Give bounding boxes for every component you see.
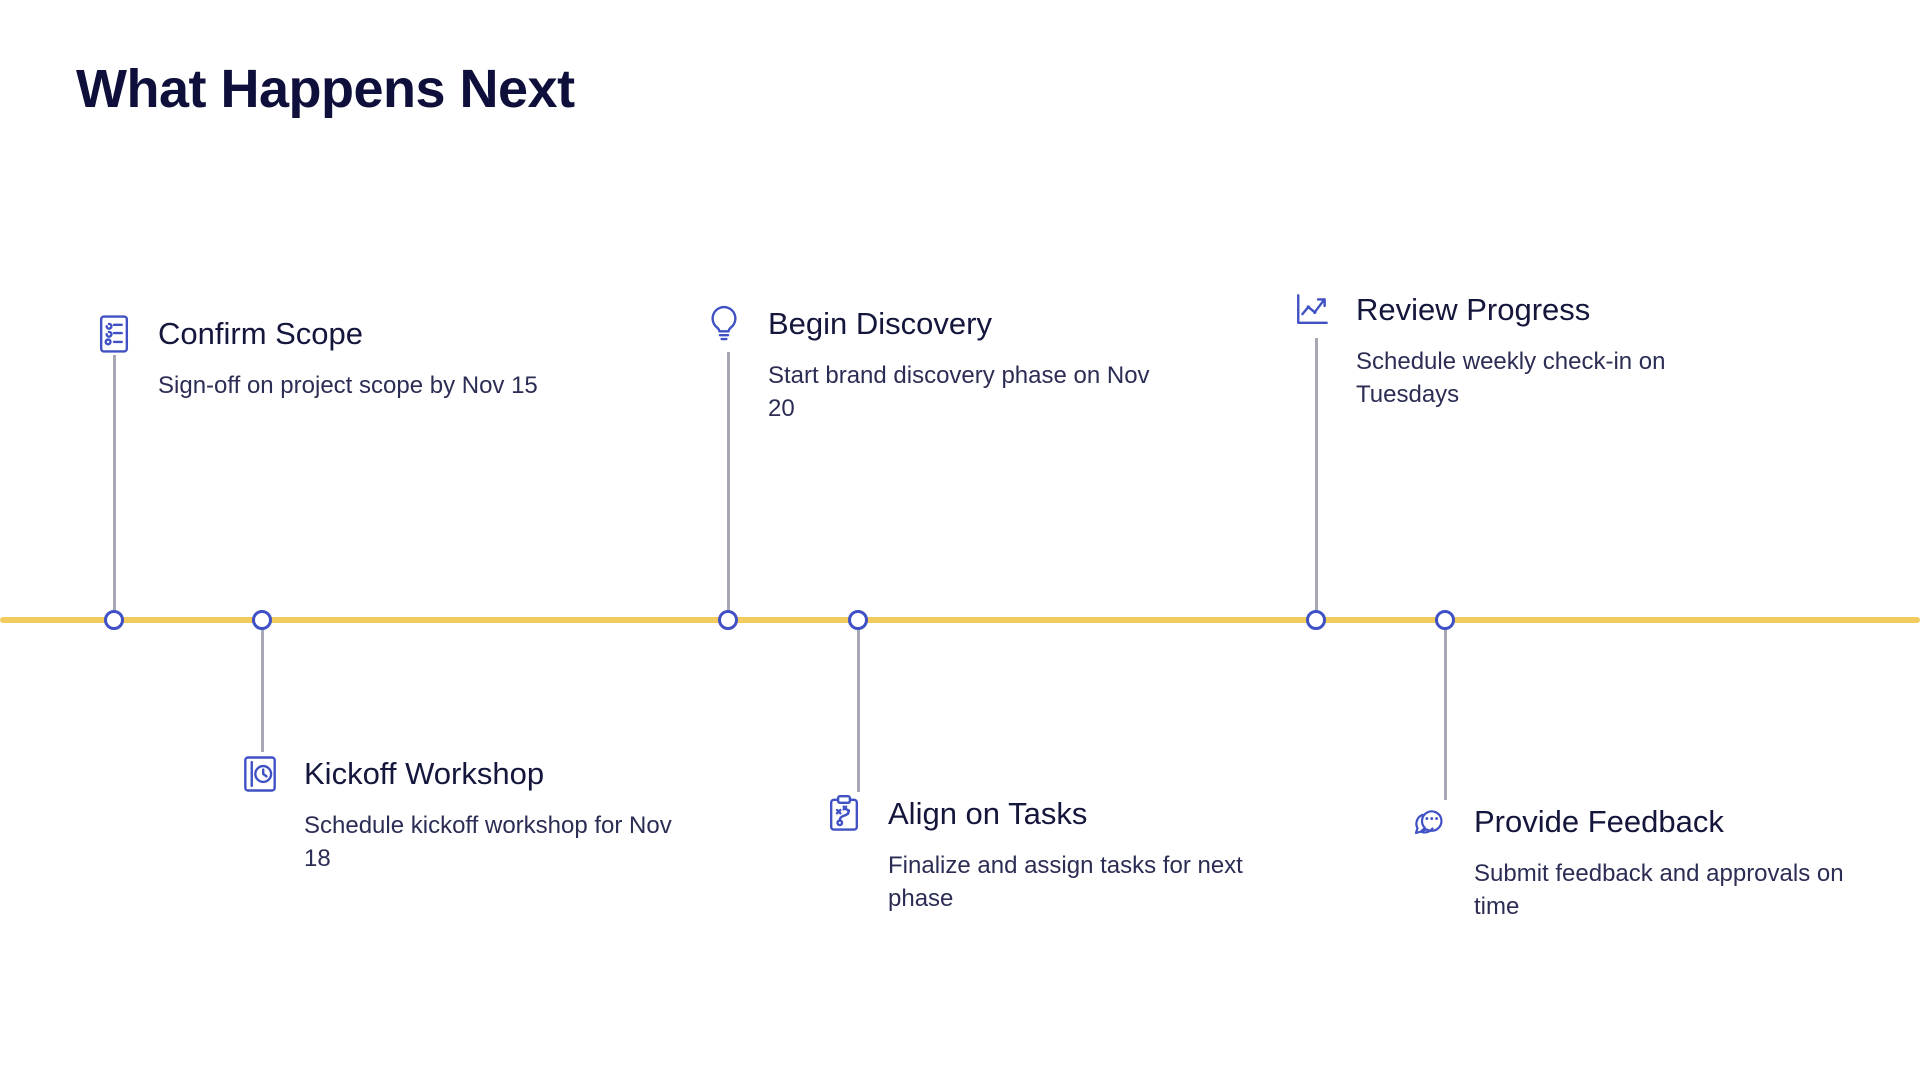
node-stem	[727, 352, 730, 623]
chat-bubbles-icon	[1408, 800, 1452, 844]
node-stem	[1315, 338, 1318, 623]
line-chart-growth-icon	[1290, 288, 1334, 332]
node-description: Start brand discovery phase on Nov 20	[768, 362, 1150, 423]
page-title: What Happens Next	[76, 59, 575, 119]
clipboard-strategy-icon	[822, 792, 866, 836]
node-content: Align on Tasks Finalize and assign tasks…	[822, 792, 1282, 915]
node-marker[interactable]	[718, 610, 738, 630]
node-content: Provide Feedback Submit feedback and app…	[1408, 800, 1868, 923]
checklist-document-icon	[92, 312, 136, 356]
node-title: Align on Tasks	[888, 795, 1088, 831]
node-title: Review Progress	[1356, 291, 1591, 327]
lightbulb-icon	[702, 302, 746, 346]
timeline-axis	[0, 617, 1920, 623]
node-title: Begin Discovery	[768, 305, 992, 341]
node-head: Align on Tasks	[822, 792, 1282, 836]
node-marker[interactable]	[1306, 610, 1326, 630]
node-content: Review Progress Schedule weekly check-in…	[1290, 288, 1750, 411]
node-head: Review Progress	[1290, 288, 1750, 332]
node-marker[interactable]	[252, 610, 272, 630]
node-description: Sign-off on project scope by Nov 15	[158, 372, 538, 399]
node-head: Kickoff Workshop	[238, 752, 698, 796]
node-description: Finalize and assign tasks for next phase	[888, 852, 1243, 913]
book-clock-icon	[238, 752, 282, 796]
node-content: Begin Discovery Start brand discovery ph…	[702, 302, 1162, 425]
node-head: Confirm Scope	[92, 312, 552, 356]
node-description: Schedule weekly check-in on Tuesdays	[1356, 348, 1666, 409]
node-marker[interactable]	[1435, 610, 1455, 630]
node-stem	[261, 620, 264, 752]
node-description: Submit feedback and approvals on time	[1474, 860, 1844, 921]
node-head: Provide Feedback	[1408, 800, 1868, 844]
node-title: Confirm Scope	[158, 315, 364, 351]
node-stem	[113, 355, 116, 623]
node-marker[interactable]	[848, 610, 868, 630]
node-stem	[857, 620, 860, 792]
node-stem	[1444, 620, 1447, 800]
node-content: Confirm Scope Sign-off on project scope …	[92, 312, 552, 402]
node-marker[interactable]	[104, 610, 124, 630]
node-description: Schedule kickoff workshop for Nov 18	[304, 812, 672, 873]
node-head: Begin Discovery	[702, 302, 1162, 346]
node-title: Kickoff Workshop	[304, 755, 545, 791]
node-content: Kickoff Workshop Schedule kickoff worksh…	[238, 752, 698, 875]
node-title: Provide Feedback	[1474, 803, 1724, 839]
